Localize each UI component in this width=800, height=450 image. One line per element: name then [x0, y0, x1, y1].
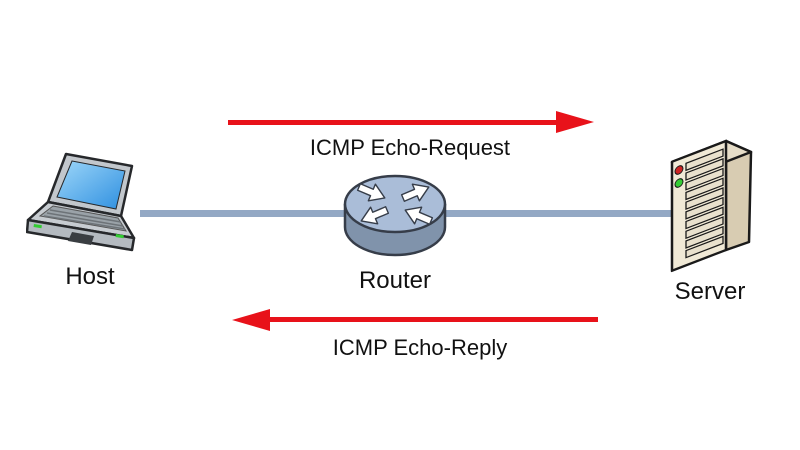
echo-request-arrow-line: [228, 120, 560, 125]
echo-reply-arrowhead-icon: [232, 309, 270, 331]
server-node: [666, 139, 758, 284]
server-led-green: [674, 178, 684, 188]
server-icon: [670, 139, 753, 273]
host-label: Host: [65, 263, 115, 290]
echo-request-arrowhead-icon: [556, 111, 594, 133]
server-label: Server: [674, 278, 746, 305]
laptop-icon: [25, 152, 136, 252]
router-icon: [343, 174, 447, 257]
echo-reply-arrow-line: [268, 317, 598, 322]
echo-reply-label: ICMP Echo-Reply: [332, 335, 508, 360]
host-node: [25, 152, 150, 263]
echo-request-label: ICMP Echo-Request: [309, 135, 511, 160]
router-node: [343, 174, 447, 265]
router-label: Router: [358, 267, 432, 294]
server-led-red: [674, 165, 684, 175]
